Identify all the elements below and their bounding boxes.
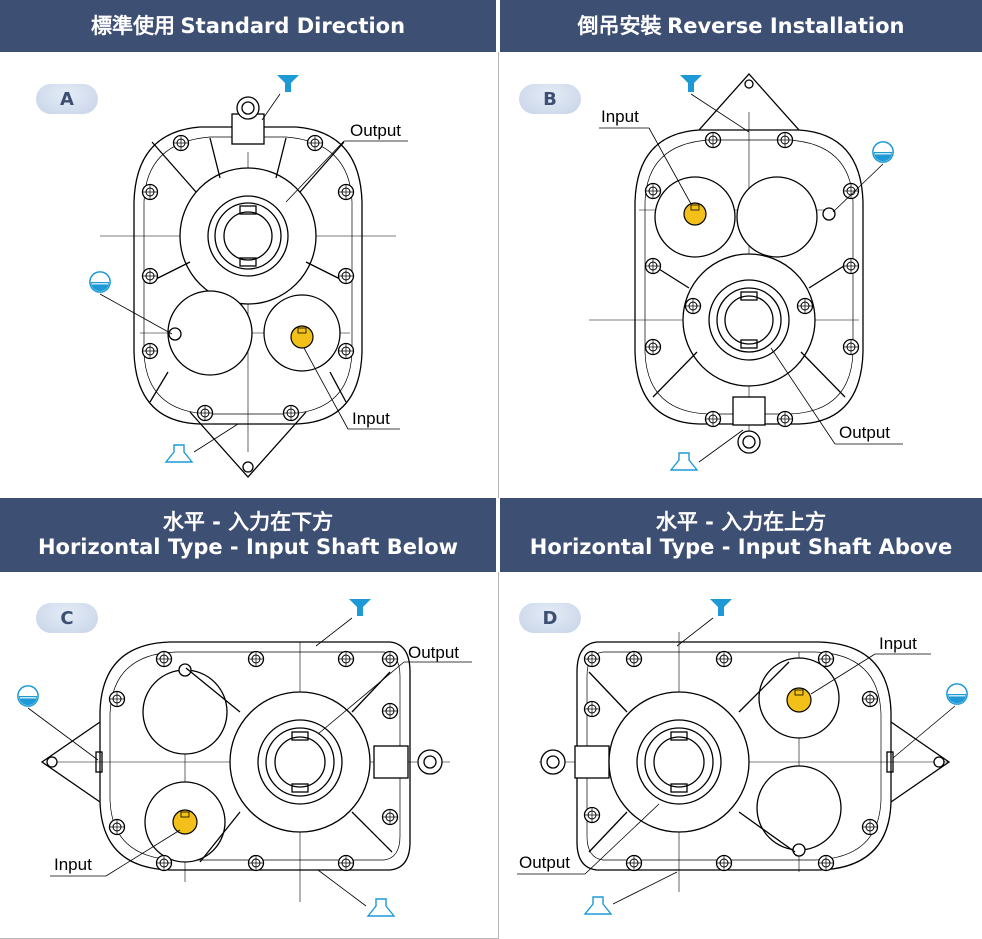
badge-a: A xyxy=(36,84,98,114)
badge-c: C xyxy=(36,603,98,633)
gearbox-diagram-horizontal-input-above: Input Output xyxy=(517,599,968,915)
drain-plug-icon xyxy=(584,896,612,915)
vertical-divider-bottom xyxy=(498,572,499,939)
oil-level-icon xyxy=(872,141,894,163)
header-cn: 倒吊安裝 xyxy=(577,13,662,38)
label-input: Input xyxy=(54,855,92,874)
vertical-divider-top xyxy=(498,52,499,498)
header-en: Reverse Installation xyxy=(667,13,905,38)
badge-d: D xyxy=(519,603,581,633)
fill-plug-icon xyxy=(710,599,732,616)
gearbox-diagram-standard: Output Input xyxy=(89,75,408,478)
badge-b: B xyxy=(519,84,581,114)
header-cn: 標準使用 xyxy=(90,13,175,38)
label-input: Input xyxy=(879,634,917,653)
label-output: Output xyxy=(408,643,459,662)
header-reverse-installation: 倒吊安裝 Reverse Installation xyxy=(500,0,982,52)
header-en: Standard Direction xyxy=(180,13,406,38)
fill-plug-icon xyxy=(680,75,702,92)
oil-level-icon xyxy=(89,271,111,293)
header-en: Horizontal Type - Input Shaft Below xyxy=(37,535,459,559)
oil-level-icon xyxy=(17,685,39,707)
header-standard-direction: 標準使用 Standard Direction xyxy=(0,0,496,52)
label-input: Input xyxy=(601,107,639,126)
label-input: Input xyxy=(352,409,390,428)
header-input-above: 水平 - 入力在上方 Horizontal Type - Input Shaft… xyxy=(500,498,982,572)
header-cn: 水平 - 入力在下方 xyxy=(162,510,334,534)
label-output: Output xyxy=(350,121,401,140)
header-input-below: 水平 - 入力在下方 Horizontal Type - Input Shaft… xyxy=(0,498,496,572)
drain-plug-icon xyxy=(165,444,193,463)
fill-plug-icon xyxy=(277,75,299,92)
oil-level-icon xyxy=(946,683,968,705)
drain-plug-icon xyxy=(670,452,698,471)
fill-plug-icon xyxy=(349,599,371,616)
header-cn: 水平 - 入力在上方 xyxy=(655,510,827,534)
drain-plug-icon xyxy=(367,898,395,917)
label-output: Output xyxy=(519,853,570,872)
gearbox-diagram-horizontal-input-below: Output Input xyxy=(17,599,472,917)
header-en: Horizontal Type - Input Shaft Above xyxy=(529,535,953,559)
label-output: Output xyxy=(839,423,890,442)
gearbox-diagram-reverse: Input Output xyxy=(589,73,903,471)
